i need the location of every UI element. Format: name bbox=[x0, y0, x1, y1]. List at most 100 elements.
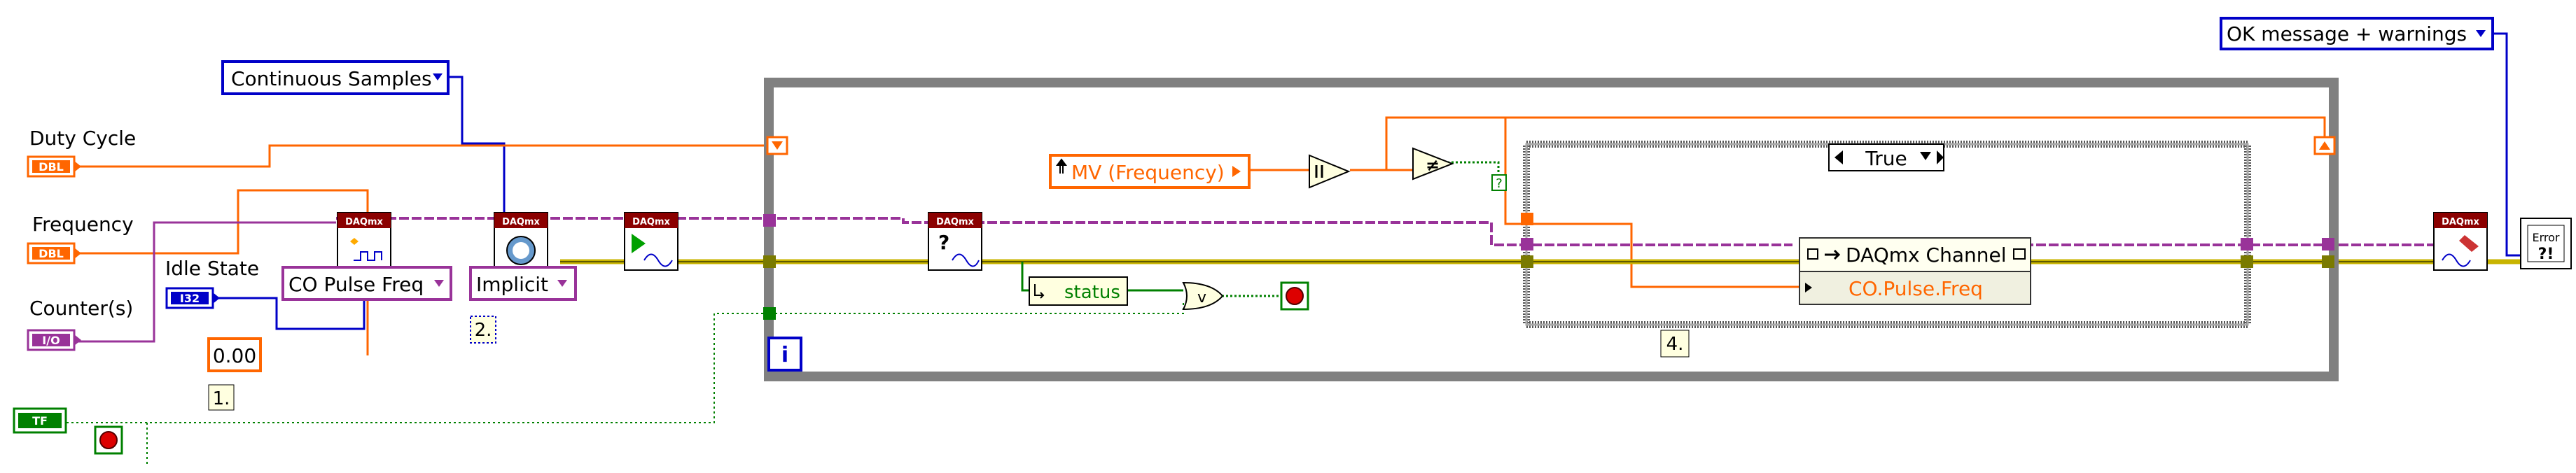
svg-text:DAQmx: DAQmx bbox=[502, 217, 540, 227]
counters-control[interactable]: Counter(s) I/O bbox=[27, 297, 133, 351]
warning-icon: ?! bbox=[2538, 246, 2554, 263]
error-mode-enum[interactable]: OK message + warnings bbox=[2220, 17, 2494, 50]
chevron-down-icon[interactable] bbox=[434, 280, 444, 287]
question-icon: ? bbox=[938, 231, 949, 254]
not-equal-compare[interactable]: ≠ bbox=[1412, 147, 1454, 181]
case-tunnel-task-out[interactable] bbox=[2241, 238, 2253, 250]
while-loop-frame[interactable] bbox=[764, 78, 2339, 381]
waveform-icon bbox=[2442, 253, 2471, 267]
timing-type-enum[interactable]: Implicit bbox=[469, 266, 577, 301]
home-icon bbox=[1056, 158, 1067, 174]
terminal-arrow-icon bbox=[1232, 166, 1241, 177]
feedback-node[interactable] bbox=[1309, 154, 1351, 189]
or-function[interactable]: v bbox=[1182, 281, 1224, 311]
wire-duty-cycle[interactable] bbox=[77, 144, 770, 168]
io-tag bbox=[32, 334, 70, 346]
stop-boolean-control[interactable]: TF bbox=[13, 407, 67, 434]
wire-sample-mode[interactable] bbox=[448, 76, 506, 223]
wire-task-purple[interactable] bbox=[336, 217, 1792, 246]
tf-tag bbox=[18, 413, 62, 428]
svg-text:TF: TF bbox=[32, 414, 48, 428]
idle-state-label: Idle State bbox=[165, 257, 259, 280]
case-increment-icon[interactable] bbox=[1937, 150, 1944, 164]
start-play-icon bbox=[632, 234, 646, 253]
daqmx-is-task-done[interactable]: DAQmx ? bbox=[928, 212, 982, 271]
daqmx-create-channel[interactable]: DAQmx bbox=[337, 212, 391, 271]
case-tunnel-task-in[interactable] bbox=[1521, 238, 1533, 250]
channel-type-enum[interactable]: CO Pulse Freq bbox=[281, 266, 452, 301]
while-loop[interactable]: i bbox=[763, 78, 2339, 381]
wire-idle-state[interactable] bbox=[197, 297, 365, 330]
pulse-icon bbox=[354, 251, 382, 261]
idle-state-control[interactable]: Idle State I32 bbox=[165, 257, 259, 309]
feedback-bars-icon bbox=[1315, 165, 1323, 178]
dbl-tag bbox=[32, 247, 70, 260]
create-channel-star-icon bbox=[350, 238, 358, 245]
frequency-control[interactable]: Frequency DBL bbox=[27, 213, 134, 264]
svg-text:I32: I32 bbox=[180, 292, 200, 305]
initial-delay-constant[interactable]: 0.00 bbox=[207, 337, 262, 372]
tunnel-task-in[interactable] bbox=[763, 214, 776, 227]
sample-mode-enum[interactable]: Continuous Samples bbox=[221, 60, 450, 95]
stop-button-left[interactable] bbox=[94, 425, 123, 455]
eraser-icon bbox=[2459, 235, 2479, 252]
wire-stop-boolean[interactable] bbox=[67, 313, 770, 423]
unbundle-arrow-icon bbox=[1034, 284, 1045, 299]
svg-text:4.: 4. bbox=[1666, 334, 1684, 355]
tunnel-boolean-in[interactable] bbox=[763, 307, 776, 320]
tunnel-task-out[interactable] bbox=[2322, 238, 2334, 250]
wire-error-mode[interactable] bbox=[2493, 32, 2521, 257]
svg-text:1.: 1. bbox=[213, 388, 230, 409]
chevron-down-icon[interactable] bbox=[557, 280, 567, 287]
property-node-ref-icon bbox=[1807, 248, 1818, 260]
svg-text:DBL: DBL bbox=[39, 160, 64, 174]
or-icon: v bbox=[1197, 289, 1206, 306]
case-selector-terminal[interactable] bbox=[1491, 174, 1507, 191]
wire-shift-register-loop[interactable] bbox=[1385, 116, 2326, 170]
loop-iteration-terminal[interactable] bbox=[767, 337, 802, 372]
wire-counters[interactable] bbox=[42, 221, 336, 343]
svg-text:DAQmx: DAQmx bbox=[936, 217, 974, 227]
property-node[interactable]: DAQmx Channel CO.Pulse.Freq bbox=[1799, 237, 2031, 305]
wire-status-branch[interactable] bbox=[1021, 262, 1029, 292]
loop-stop-terminal[interactable] bbox=[1280, 281, 1309, 311]
daqmx-timing[interactable]: DAQmx bbox=[494, 212, 548, 271]
not-equal-icon: ≠ bbox=[1426, 155, 1440, 175]
daqmx-clear-task[interactable]: DAQmx bbox=[2433, 212, 2488, 271]
error-handler-label: Error bbox=[2533, 231, 2560, 244]
case-tunnel-error-in[interactable] bbox=[1521, 255, 1533, 268]
case-selector-terminal-icon: ? bbox=[1496, 176, 1503, 191]
mv-frequency-local[interactable]: MV (Frequency) bbox=[1049, 154, 1251, 189]
property-node-property[interactable]: CO.Pulse.Freq bbox=[1849, 277, 1983, 300]
reference-arrow-icon bbox=[1825, 249, 1841, 260]
stop-icon bbox=[99, 431, 118, 449]
terminal-arrow-icon bbox=[74, 248, 81, 259]
case-tunnel-error-out[interactable] bbox=[2241, 255, 2253, 268]
case-structure[interactable]: True ? bbox=[1491, 141, 2253, 328]
tunnel-error-in[interactable] bbox=[763, 255, 776, 268]
terminal-arrow-icon bbox=[213, 292, 220, 304]
daqmx-start-task[interactable]: DAQmx bbox=[624, 212, 678, 271]
unbundle-by-name[interactable]: status bbox=[1029, 276, 1128, 306]
duty-cycle-label: Duty Cycle bbox=[29, 127, 136, 150]
chevron-down-icon[interactable] bbox=[433, 73, 443, 80]
simple-error-handler[interactable]: Error ?! bbox=[2520, 218, 2572, 269]
svg-text:OK message + warnings: OK message + warnings bbox=[2227, 22, 2467, 45]
stop-icon bbox=[1286, 287, 1304, 305]
svg-text:DBL: DBL bbox=[39, 247, 64, 260]
chevron-down-icon[interactable] bbox=[2476, 30, 2486, 37]
duty-cycle-control[interactable]: Duty Cycle DBL bbox=[27, 127, 136, 178]
wires bbox=[42, 32, 2521, 465]
shift-register-right[interactable] bbox=[2313, 136, 2336, 155]
wire-stop-to-or[interactable] bbox=[770, 302, 1184, 314]
loop-iteration-label: i bbox=[781, 343, 788, 367]
tunnel-error-out[interactable] bbox=[2322, 255, 2334, 268]
svg-text:MV (Frequency): MV (Frequency) bbox=[1071, 161, 1225, 184]
case-tunnel-orange[interactable] bbox=[1521, 213, 1533, 225]
case-dropdown-icon[interactable] bbox=[1920, 152, 1931, 160]
comment-4: 4. bbox=[1660, 330, 1690, 358]
wire-frequency[interactable] bbox=[77, 189, 369, 255]
case-decrement-icon[interactable] bbox=[1834, 150, 1843, 164]
terminal-arrow-icon bbox=[74, 334, 81, 346]
